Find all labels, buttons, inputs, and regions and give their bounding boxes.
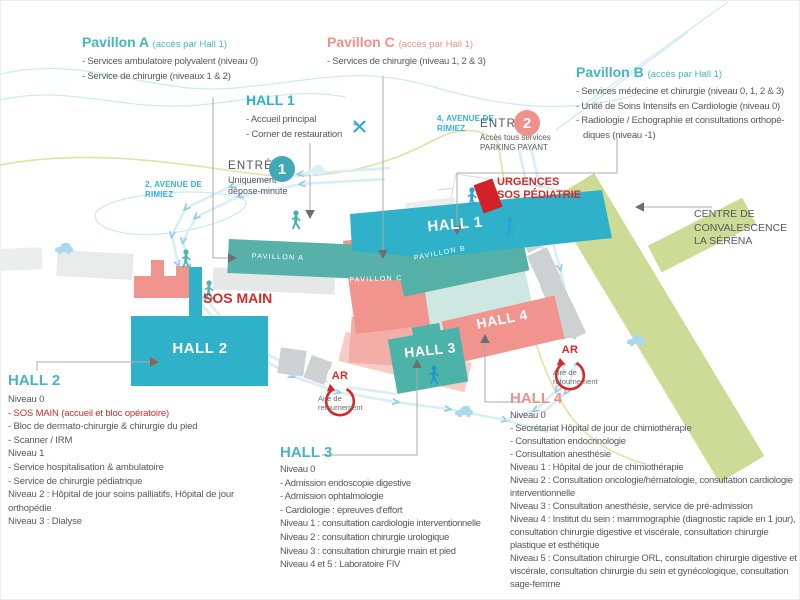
pavillon-b-title: Pavillon B	[576, 64, 644, 80]
building-label-hall-2: HALL 2	[172, 340, 228, 357]
pavillon-c-item: - Services de chirurgie (niveau 1, 2 & 3…	[327, 56, 486, 67]
pavillon-a-item: - Service de chirurgie (niveaux 1 & 2)	[82, 70, 231, 82]
hall-2-line: Niveau 0	[8, 394, 45, 405]
building-hall-2	[131, 316, 268, 386]
street-label-4-avenue-rimiez: 4, AVENUE DE RIMIEZ	[437, 114, 495, 133]
entrance-2-line: PARKING PAYANT	[480, 143, 548, 152]
turnaround-badge-2	[554, 338, 586, 391]
hall-4-line: Niveau 5 : Consultation chirurgie ORL, c…	[510, 553, 797, 590]
legend-pavillon-b: Pavillon B (accès par Hall 1) - Services…	[576, 64, 784, 142]
pavillon-a-access: (accès par Hall 1)	[152, 39, 227, 50]
hall-4-line: Niveau 3 : Consultation anesthésie, serv…	[510, 501, 753, 512]
pavillon-a-title: Pavillon A	[82, 34, 149, 50]
hall-3-line: - Admission ophtalmologie	[280, 491, 384, 503]
pavillon-b-item: diques (niveau -1)	[583, 129, 656, 141]
entrance-1-line: dépose-minute	[228, 186, 288, 196]
entrance-1-title: ENTRÉE	[228, 160, 282, 172]
hall-2-line: - Bloc de dermato-chirurgie & chirurgie …	[8, 421, 198, 433]
hall-4-line: - Secrétariat Hôpital de jour de chimiot…	[510, 423, 692, 434]
building-hall-1	[350, 190, 612, 258]
hall-3-line: Niveau 2 : consultation chirurgie urolog…	[280, 531, 449, 543]
building-sos-main	[134, 260, 190, 298]
hall-4-line: Niveau 0	[510, 410, 546, 421]
street-label-2-avenue-rimiez: 2, AVENUE DE RIMIEZ	[145, 180, 203, 199]
hall-2-line: Niveau 1	[8, 448, 45, 460]
pavillon-c-title: Pavillon C	[327, 34, 395, 50]
building-urgences	[473, 178, 503, 214]
building-convalescence	[549, 173, 765, 483]
legend-hall-1: HALL 1 - Accueil principal - Corner de r…	[246, 92, 342, 141]
hall-2-line: Niveau 3 : Dialyse	[8, 516, 82, 528]
turnaround-caption: Aire de retournement	[318, 394, 363, 412]
hall-2-line: - Service de chirurgie pédiatrique	[8, 475, 143, 487]
hall-4-line: - Consultation anesthésie	[510, 449, 611, 460]
hall-3-line: Niveau 1 : consultation cardiologie inte…	[280, 518, 481, 530]
hall-2-line: - Service hospitalisation & ambulatoire	[8, 461, 164, 473]
hall-2-line: Niveau 2 : Hôpital de jour soins palliat…	[8, 489, 234, 514]
pavillon-b-item: - Unité de Soins Intensifs en Cardiologi…	[576, 100, 780, 112]
hall-2-line-sos-main: - SOS MAIN (accueil et bloc opératoire)	[8, 407, 169, 419]
hall-1-item: - Corner de restauration	[246, 128, 343, 140]
hall-1-item: - Accueil principal	[246, 114, 317, 125]
legend-pavillon-c: Pavillon C (accès par Hall 1) - Services…	[327, 34, 486, 69]
restaurant-icon	[353, 120, 366, 133]
convalescence-label: CENTRE DE CONVALESCENCE LA SÉRÉNA	[694, 208, 788, 247]
hall-3-line: Niveau 3 : consultation chirurgie main e…	[280, 545, 456, 557]
hall-3-line: Niveau 4 et 5 : Laboratoire FIV	[280, 559, 401, 571]
entrance-2-line: Accès tous services	[480, 133, 551, 142]
hall-4-line: Niveau 4 : Institut du sein : mammograph…	[510, 514, 796, 551]
hall-3-line: - Admission endoscopie digestive	[280, 477, 411, 489]
legend-hall-4: HALL 4 Niveau 0 - Secrétariat Hôpital de…	[510, 390, 800, 591]
entrance-2-number-badge: 2	[514, 110, 540, 136]
hall-4-line: Niveau 1 : Hôpital de jour de chimiothér…	[510, 462, 684, 473]
entrance-1-line: Uniquement	[228, 175, 277, 185]
hall-3-line: - Cardiologie : épreuves d'effort	[280, 504, 403, 516]
hall-2-list-title: HALL 2	[8, 372, 61, 389]
building-hall-3	[387, 327, 469, 394]
turnaround-badge-text: AR	[561, 344, 579, 356]
building-hall-4	[441, 295, 565, 365]
hall-3-list-title: HALL 3	[280, 444, 333, 461]
pavillon-b-item: - Services médecine et chirurgie (niveau…	[576, 86, 785, 97]
hall-2-line: - Scanner / IRM	[8, 434, 73, 446]
hall-3-line: Niveau 0	[280, 464, 316, 475]
legend-hall-3: HALL 3 Niveau 0 - Admission endoscopie d…	[280, 444, 542, 572]
legend-hall-2: HALL 2 Niveau 0 - SOS MAIN (accueil et b…	[8, 372, 260, 529]
pavillon-a-item: - Services ambulatoire polyvalent (nivea…	[82, 56, 259, 67]
hall-4-line: Niveau 2 : Consultation oncologie/hémato…	[510, 475, 793, 499]
turnaround-badge-1	[324, 364, 356, 417]
pavillon-b-access: (accès par Hall 1)	[647, 69, 723, 80]
hall-1-title: HALL 1	[246, 92, 295, 108]
hall-4-line: - Consultation endocrinologie	[510, 436, 626, 447]
label-connectors	[36, 76, 712, 456]
entrance-1-number-badge: 1	[269, 156, 295, 182]
turnaround-badge-text: AR	[331, 370, 349, 382]
sos-main-label: SOS MAIN	[203, 290, 273, 306]
urgences-label: URGENCES SOS PÉDIATRIE	[497, 176, 582, 201]
pavillon-c-access: (accès par Hall 1)	[398, 39, 474, 50]
entrance-1: ENTRÉE Uniquement dépose-minute	[228, 160, 288, 197]
hall-4-list-title: HALL 4	[510, 390, 563, 407]
legend-pavillon-a: Pavillon A (accès par Hall 1) - Services…	[82, 34, 258, 83]
turnaround-caption: Aire de retournement	[553, 368, 598, 386]
pavillon-b-item: - Radiologie / Echographie et consultati…	[576, 115, 785, 126]
